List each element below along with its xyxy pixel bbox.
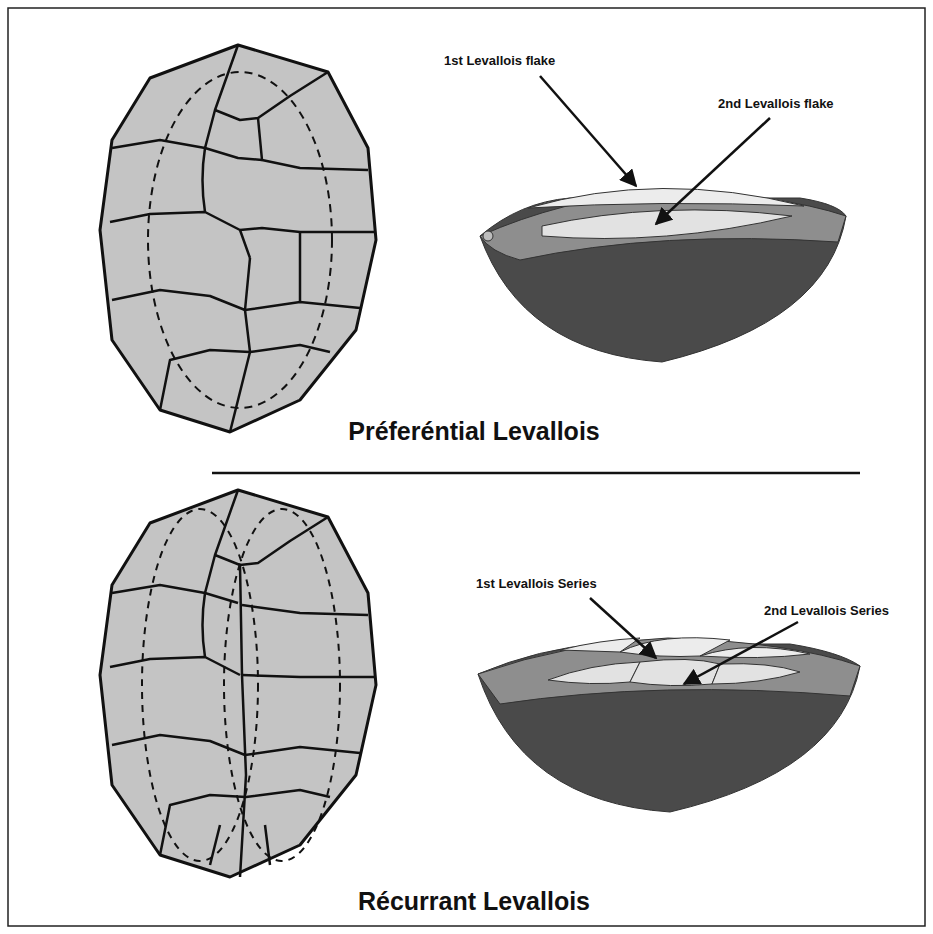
core-section-preferential: [480, 188, 846, 362]
separator: [212, 472, 860, 475]
callout-label: 1st Levallois flake: [444, 54, 555, 68]
frame: [8, 8, 925, 926]
core-plan-preferential: [100, 45, 376, 432]
leader-arrow: [590, 598, 656, 658]
core-plan-recurrent: [100, 490, 376, 877]
callout-label: 2nd Levallois Series: [764, 604, 889, 618]
callout-label: 2nd Levallois flake: [718, 97, 834, 111]
callout-label: 1st Levallois Series: [476, 577, 597, 591]
leader-arrow: [540, 76, 636, 186]
core-section-recurrent: [478, 638, 860, 812]
leader-arrow: [656, 118, 770, 224]
panel-title: Récurrant Levallois: [358, 888, 590, 916]
leader-arrow: [684, 622, 798, 684]
panel-title: Préferéntial Levallois: [348, 418, 600, 446]
